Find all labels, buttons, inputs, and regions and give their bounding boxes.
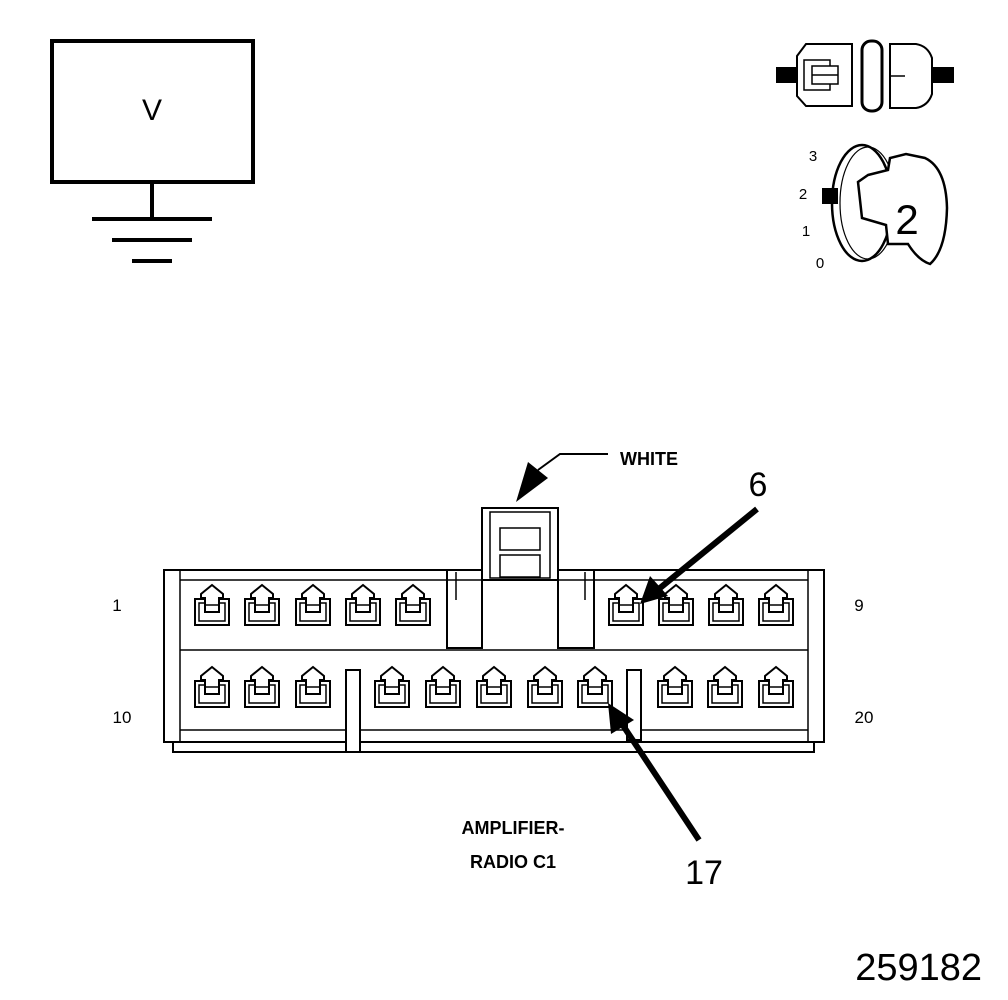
pin-label-20: 20 (855, 708, 874, 727)
ignition-position-2: 2 (799, 186, 807, 203)
ignition-switch-icon: 3 2 1 0 2 (799, 143, 949, 272)
ignition-position-marker (822, 188, 838, 204)
ignition-position-0: 0 (816, 255, 824, 272)
figure-id: 259182 (855, 947, 982, 989)
voltmeter-label: V (142, 94, 162, 127)
connector-name-line2: RADIO C1 (470, 852, 556, 872)
callout-label-17: 17 (685, 854, 723, 892)
ignition-position-3: 3 (809, 148, 817, 165)
callout-label-6: 6 (749, 466, 768, 504)
housing-color-callout: WHITE (516, 449, 678, 502)
disconnected-connector-icon (776, 39, 954, 113)
voltmeter-symbol: V (50, 39, 255, 219)
ground-icon (92, 217, 212, 263)
pin-callout-17: 17 (608, 703, 723, 892)
housing-color-label: WHITE (620, 449, 678, 469)
pin-callout-6: 6 (640, 466, 767, 604)
pin-label-10: 10 (113, 708, 132, 727)
connector-name-line1: AMPLIFIER- (462, 818, 565, 838)
ignition-position-1: 1 (802, 223, 810, 240)
pin-label-9: 9 (854, 596, 863, 615)
pin-label-1: 1 (112, 596, 121, 615)
ignition-key-label: 2 (895, 196, 918, 243)
connector-body (163, 507, 825, 753)
